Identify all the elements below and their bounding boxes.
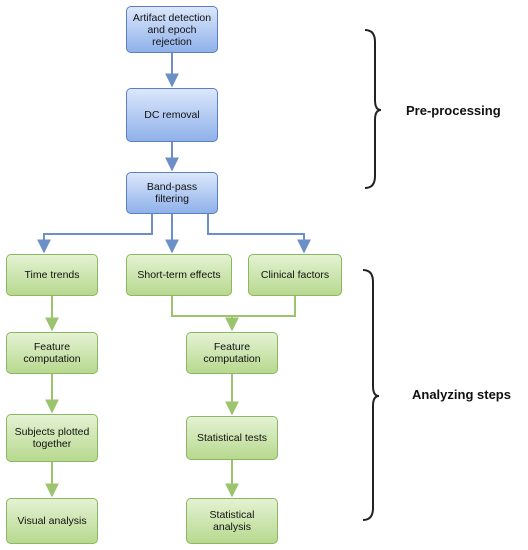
- analyzing-steps-label: Analyzing steps: [412, 387, 511, 402]
- statistical-analysis-node: Statistical analysis: [186, 498, 278, 544]
- statistical-tests-node: Statistical tests: [186, 416, 278, 460]
- dc-removal-node: DC removal: [126, 88, 218, 142]
- clinical-factors-node: Clinical factors: [248, 254, 342, 296]
- analyzing-brace: [362, 269, 380, 521]
- edge-clinical-merge: [232, 296, 296, 317]
- feature-computation-left-node: Feature computation: [6, 332, 98, 374]
- preprocessing-label: Pre-processing: [406, 103, 501, 118]
- short-term-effects-node: Short-term effects: [126, 254, 232, 296]
- band-pass-filtering-node: Band-pass filtering: [126, 172, 218, 214]
- edge-short-term-merge: [171, 296, 232, 317]
- visual-analysis-node: Visual analysis: [6, 498, 98, 544]
- edge-bandpass-to-time-trends: [37, 214, 153, 254]
- time-trends-node: Time trends: [6, 254, 98, 296]
- artifact-detection-node: Artifact detection and epoch rejection: [126, 6, 218, 53]
- feature-computation-right-node: Feature computation: [186, 332, 278, 374]
- edge-bandpass-to-clinical: [207, 214, 311, 254]
- subjects-plotted-together-node: Subjects plotted together: [6, 414, 98, 462]
- preprocessing-brace: [364, 29, 382, 189]
